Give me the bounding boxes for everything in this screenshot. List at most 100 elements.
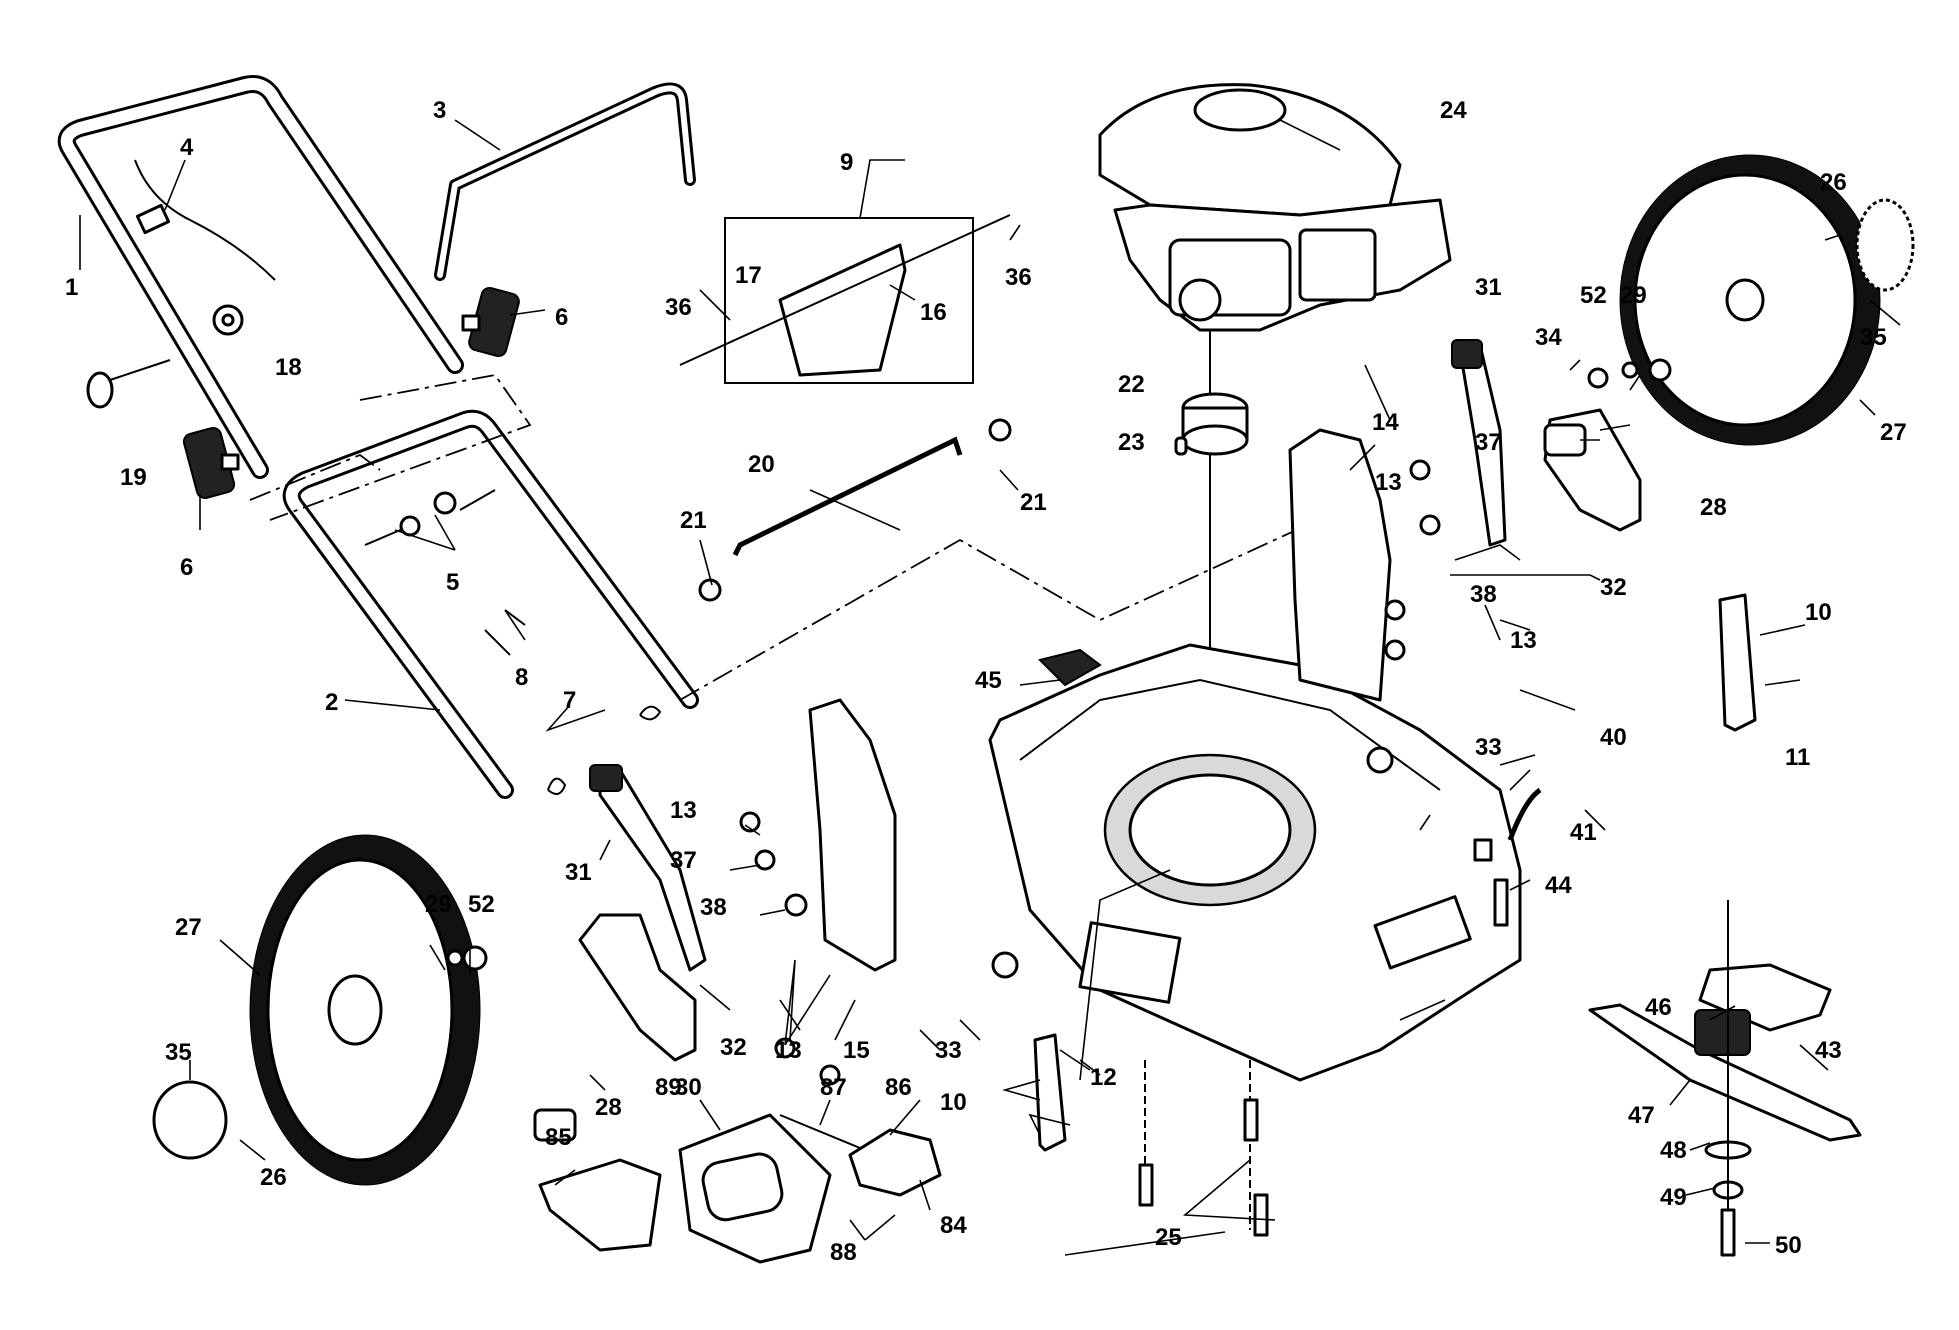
callout-11: 11 (1785, 744, 1810, 771)
engine (1098, 83, 1452, 870)
fasteners (446, 358, 1672, 1142)
handle-knob-lower (182, 427, 240, 499)
cable-clips (484, 609, 662, 795)
callout-10a: 10 (1805, 599, 1832, 626)
callout-4: 4 (180, 134, 194, 161)
callout-9: 9 (840, 149, 853, 176)
callout-33b: 33 (935, 1037, 962, 1064)
callout-36a: 36 (665, 294, 692, 321)
lower-handle (282, 409, 699, 799)
callout-40: 40 (1600, 724, 1627, 751)
callout-32b: 32 (720, 1034, 747, 1061)
control-bail (434, 82, 696, 281)
callout-26a: 26 (1820, 169, 1847, 196)
callout-10b: 10 (940, 1089, 967, 1116)
callout-52a: 52 (1580, 282, 1607, 309)
kit-box-9 (679, 214, 1011, 384)
callout-47: 47 (1628, 1102, 1655, 1129)
callout-38b: 38 (700, 894, 727, 921)
callout-28b: 28 (595, 1094, 622, 1121)
height-levers (589, 339, 1507, 972)
handle-bolt (86, 304, 244, 409)
callout-21a: 21 (1020, 489, 1047, 516)
callout-23: 23 (1118, 429, 1145, 456)
callout-13c: 13 (670, 797, 697, 824)
hubcaps (152, 198, 1915, 1160)
callout-31a: 31 (1475, 274, 1502, 301)
callout-30: 30 (675, 1074, 702, 1101)
callout-3: 3 (433, 97, 446, 124)
upper-handle (57, 75, 464, 479)
callout-87: 87 (820, 1074, 847, 1101)
handle-bolts (364, 489, 496, 546)
callout-41: 41 (1570, 819, 1597, 846)
callout-37a: 37 (1475, 429, 1502, 456)
chute-plug (1038, 648, 1102, 687)
callout-13b: 13 (1510, 627, 1537, 654)
wheel-rear (1619, 154, 1881, 446)
callout-29a: 29 (1620, 282, 1647, 309)
leader-lines (79, 119, 1901, 1256)
callout-37b: 37 (670, 847, 697, 874)
callout-44: 44 (1545, 872, 1572, 899)
callout-5: 5 (446, 569, 459, 596)
rear-bracket-11 (1718, 593, 1757, 732)
callout-12: 12 (1090, 1064, 1117, 1091)
callout-31b: 31 (565, 859, 592, 886)
blade-assembly (1588, 900, 1862, 1257)
callout-6b: 6 (180, 554, 193, 581)
height-adjust-rod (698, 418, 1012, 602)
callout-43: 43 (1815, 1037, 1842, 1064)
rear-height-bracket (1288, 428, 1392, 702)
callout-84: 84 (940, 1212, 967, 1239)
callout-36b: 36 (1005, 264, 1032, 291)
throttle-cable (134, 159, 276, 281)
wheel-front (249, 834, 481, 1186)
callout-16: 16 (920, 299, 947, 326)
callout-6a: 6 (555, 304, 568, 331)
front-height-bracket (808, 698, 897, 972)
callout-29b: 29 (425, 891, 452, 918)
callout-20: 20 (748, 451, 775, 478)
callout-34: 34 (1535, 324, 1562, 351)
callout-1: 1 (65, 274, 78, 301)
callout-19: 19 (120, 464, 147, 491)
callout-18: 18 (275, 354, 302, 381)
callout-2: 2 (325, 689, 338, 716)
callout-86: 86 (885, 1074, 912, 1101)
callout-89: 89 (655, 1074, 682, 1101)
callout-49: 49 (1660, 1184, 1687, 1211)
callout-48: 48 (1660, 1137, 1687, 1164)
callout-28a: 28 (1700, 494, 1727, 521)
callout-45: 45 (975, 667, 1002, 694)
callout-50: 50 (1775, 1232, 1802, 1259)
callout-32a: 32 (1600, 574, 1627, 601)
callout-15: 15 (843, 1037, 870, 1064)
callout-88: 88 (830, 1239, 857, 1266)
callout-26b: 26 (260, 1164, 287, 1191)
callout-24: 24 (1440, 97, 1467, 124)
callout-35b: 35 (165, 1039, 192, 1066)
callout-27a: 27 (1880, 419, 1907, 446)
callout-8: 8 (515, 664, 528, 691)
callout-52b: 52 (468, 891, 495, 918)
callout-14: 14 (1372, 409, 1399, 436)
discharge-parts (538, 1113, 942, 1264)
callout-labels: 1 2 3 4 5 6 6 7 8 9 10 10 11 12 13 13 13… (65, 97, 1907, 1266)
callout-25: 25 (1155, 1224, 1182, 1251)
callout-17: 17 (735, 262, 762, 289)
handle-knob-upper (461, 286, 520, 358)
mower-deck (988, 643, 1522, 1082)
callout-13d: 13 (775, 1037, 802, 1064)
callout-13a: 13 (1375, 469, 1402, 496)
callout-35a: 35 (1860, 324, 1887, 351)
callout-33a: 33 (1475, 734, 1502, 761)
callout-21b: 21 (680, 507, 707, 534)
callout-38a: 38 (1470, 581, 1497, 608)
callout-22: 22 (1118, 371, 1145, 398)
handle-connection-dashes (249, 374, 1341, 701)
callout-7: 7 (563, 687, 576, 714)
deck-bolts (1138, 1060, 1269, 1237)
engine-pulley (1174, 392, 1249, 456)
